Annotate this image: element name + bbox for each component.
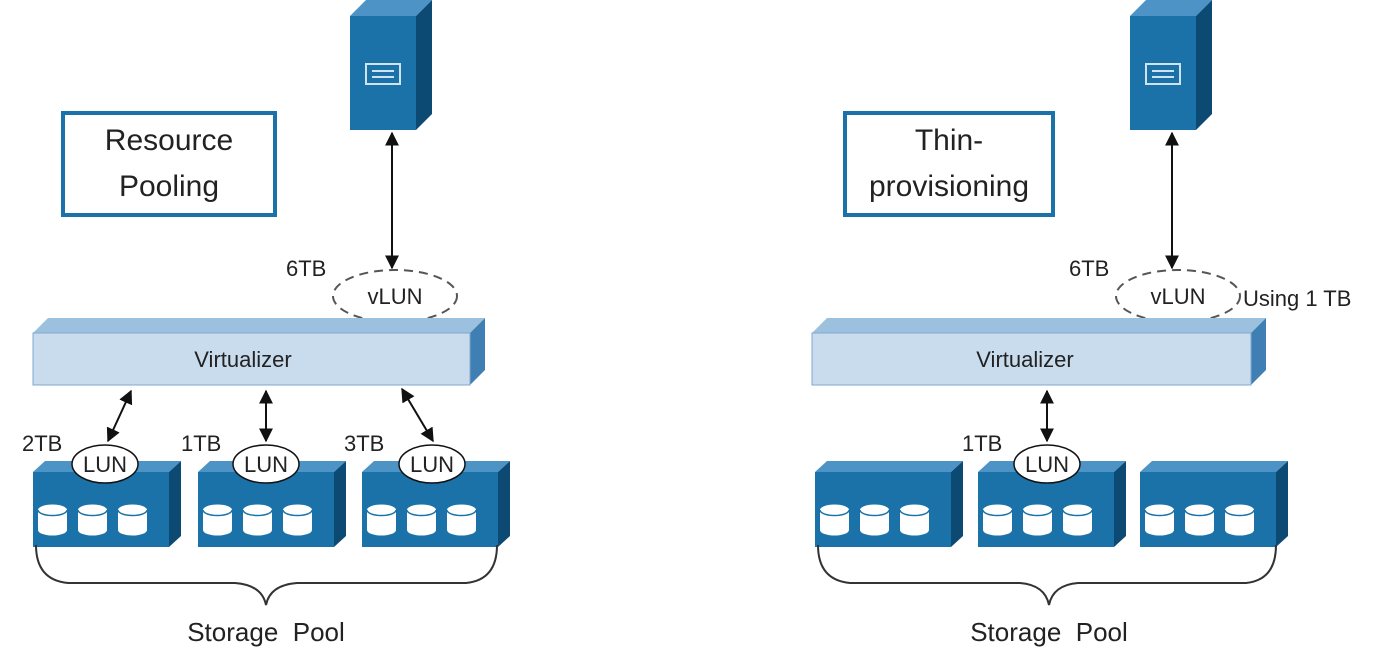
lun-arrow-1 — [106, 389, 133, 443]
storage-pool-label: Storage Pool — [970, 617, 1128, 647]
virtualizer-label: Virtualizer — [194, 347, 291, 372]
usage-note: Using 1 TB — [1243, 286, 1351, 311]
lun-label-3: LUN — [410, 452, 454, 477]
lun-ellipse — [1013, 444, 1081, 484]
vlun-label: vLUN — [1150, 284, 1205, 309]
lun-capacity-2: 1TB — [181, 431, 221, 456]
lun-label: LUN — [1025, 452, 1069, 477]
lun-capacity: 1TB — [962, 431, 1002, 456]
resource-pooling-title-line2: Pooling — [119, 170, 219, 203]
lun-label-1: LUN — [83, 452, 127, 477]
storage-pool-brace — [35, 544, 498, 606]
disk-array-icon — [1139, 460, 1289, 548]
server-icon — [349, 0, 433, 131]
lun-arrow-3 — [401, 387, 434, 443]
lun-ellipse-2 — [232, 444, 300, 484]
vlun-ellipse — [332, 269, 458, 323]
vlun-ellipse — [1115, 269, 1241, 323]
server-icon — [1129, 0, 1213, 131]
lun-capacity-3: 3TB — [344, 431, 384, 456]
vlun-capacity: 6TB — [1069, 256, 1109, 281]
resource-pooling-title-line1: Resource — [105, 124, 233, 157]
lun-ellipse-1 — [71, 444, 139, 484]
storage-pool-label: Storage Pool — [187, 617, 345, 647]
lun-label-2: LUN — [244, 452, 288, 477]
virtualizer-bar — [32, 318, 485, 386]
vlun-label: vLUN — [367, 284, 422, 309]
virtualizer-label: Virtualizer — [976, 347, 1073, 372]
lun-ellipse-3 — [398, 444, 466, 484]
thin-provisioning-title-box — [843, 111, 1055, 217]
thin-provisioning-title-line2: provisioning — [869, 170, 1029, 203]
resource-pooling-title-box — [61, 111, 277, 217]
thin-provisioning-title-line1: Thin- — [915, 124, 983, 157]
virtualizer-bar — [811, 318, 1266, 386]
lun-capacity-1: 2TB — [22, 431, 62, 456]
vlun-capacity: 6TB — [286, 256, 326, 281]
thin-provisioning-panel: Thin- provisioning 6TB vLUN Using 1 TB V… — [811, 0, 1351, 647]
disk-array-icon — [814, 460, 964, 548]
resource-pooling-panel: Resource Pooling 6TB vLUN Virtualizer 2T… — [22, 0, 511, 647]
storage-pool-brace — [817, 544, 1277, 606]
